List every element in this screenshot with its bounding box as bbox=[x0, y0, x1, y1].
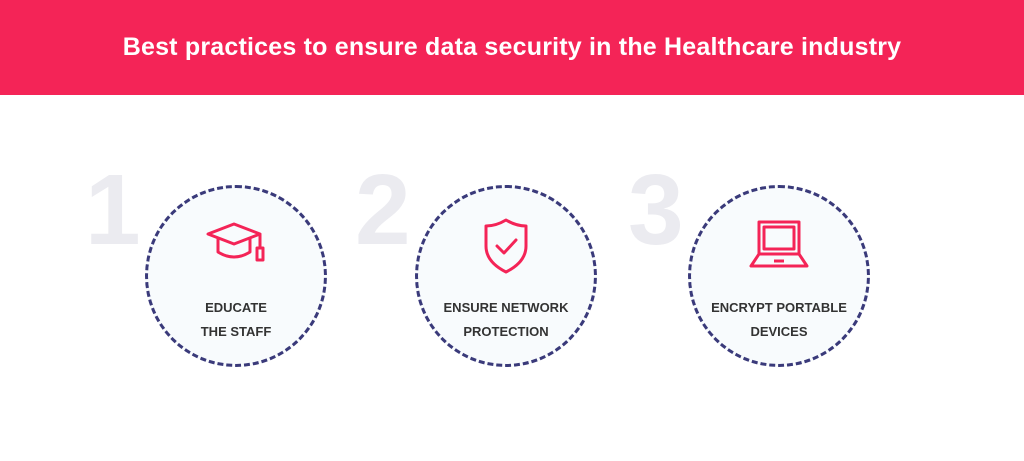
step-label-line2: THE STAFF bbox=[200, 324, 272, 339]
step-circle: ENSURE NETWORK PROTECTION bbox=[415, 185, 597, 367]
page-title: Best practices to ensure data security i… bbox=[122, 33, 902, 61]
laptop-icon bbox=[749, 220, 809, 268]
step-circle: ENCRYPT PORTABLE DEVICES bbox=[688, 185, 870, 367]
step-circle: EDUCATE THE STAFF bbox=[145, 185, 327, 367]
step-number: 2 bbox=[355, 154, 411, 266]
graduation-cap-icon bbox=[206, 222, 265, 262]
step-label-line1: EDUCATE bbox=[205, 300, 267, 315]
step-label-line1: ENCRYPT PORTABLE bbox=[711, 300, 847, 315]
shield-check-icon bbox=[484, 218, 528, 274]
step-number: 3 bbox=[628, 154, 684, 266]
step-label-line2: DEVICES bbox=[750, 324, 808, 339]
header-banner: Best practices to ensure data security i… bbox=[0, 0, 1024, 95]
step-label-line2: PROTECTION bbox=[463, 324, 549, 339]
step-number: 1 bbox=[85, 154, 141, 266]
step-label-line1: ENSURE NETWORK bbox=[443, 300, 569, 315]
